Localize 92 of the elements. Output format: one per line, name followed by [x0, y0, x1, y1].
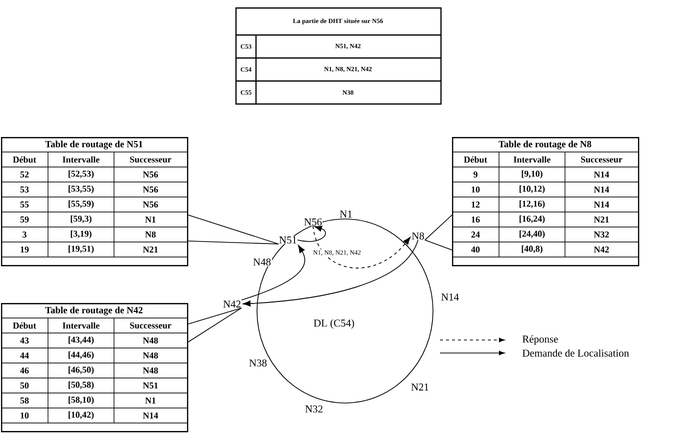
ring-label: N1 — [340, 210, 352, 218]
table-cell: 50 — [20, 382, 29, 389]
table-cell: [16,24) — [520, 215, 545, 224]
ring-label: N14 — [441, 294, 459, 300]
table-cell: [19,51) — [68, 245, 94, 254]
table-cell: N1 — [145, 398, 156, 404]
arrow — [312, 226, 410, 268]
table-cell: N14 — [142, 412, 158, 418]
table-cell: [58,10) — [68, 396, 94, 405]
table-cell: 43 — [20, 337, 29, 344]
leader-line — [424, 214, 452, 240]
arrow — [241, 245, 306, 300]
table-cell: [9,10) — [522, 170, 542, 179]
node-label: N42 — [222, 300, 242, 308]
table-cell: [44,46) — [68, 351, 94, 360]
table-cell: N42 — [594, 246, 609, 252]
table-cell: N32 — [594, 231, 609, 238]
ring-label: N38 — [249, 359, 267, 367]
node-label: N56 — [304, 218, 322, 226]
leader-line — [424, 240, 452, 250]
ring-label: N21 — [411, 384, 428, 390]
table-cell: [40,8) — [522, 245, 542, 254]
table-title: Table de routage de N42 — [45, 306, 142, 316]
table-cell: 16 — [472, 216, 480, 222]
table-cell: 24 — [471, 232, 480, 238]
column-header: Successeur — [130, 322, 172, 329]
table-cell: [52,53) — [68, 170, 94, 179]
column-header: Intervalle — [62, 322, 100, 329]
table-cell: 10 — [20, 412, 29, 419]
table-cell: [24,40) — [520, 230, 545, 239]
table-title: Table de routage de N51 — [45, 140, 142, 150]
leader-line — [188, 240, 279, 244]
table-cell: 52 — [20, 171, 29, 178]
table-cell: 10 — [472, 186, 480, 193]
column-header: Intervalle — [62, 156, 100, 163]
table-cell: 3 — [22, 231, 26, 238]
node-label: N8 — [411, 232, 425, 240]
table-cell: [43,44) — [68, 336, 94, 345]
table-cell: N51 — [142, 382, 158, 388]
arrow — [242, 240, 418, 307]
table-cell: N14 — [594, 186, 610, 192]
table-cell: N56 — [142, 171, 158, 178]
arrow — [297, 226, 326, 242]
table-cell: N14 — [594, 202, 610, 208]
routing-table — [452, 137, 640, 266]
table-cell: N56 — [142, 201, 158, 208]
column-header: Intervalle — [514, 156, 550, 163]
table-cell: 44 — [20, 352, 29, 358]
table-cell: N21 — [142, 246, 158, 252]
table-cell: [50,58) — [68, 381, 94, 390]
table-cell: 46 — [20, 367, 29, 374]
column-header: Successeur — [130, 156, 172, 163]
table-cell: 9 — [474, 171, 478, 178]
table-cell: N56 — [142, 186, 158, 192]
table-cell: [12,16) — [520, 200, 545, 209]
ring-caption: DL (C54) — [314, 319, 354, 329]
table-cell: [59,3) — [70, 215, 92, 224]
table-cell: [10,12) — [520, 185, 545, 194]
table-cell: 55 — [20, 202, 29, 208]
ring-label: N48 — [253, 258, 271, 266]
table-cell: N48 — [142, 337, 158, 344]
table-cell: [46,50) — [68, 366, 94, 375]
table-cell: N21 — [594, 216, 609, 222]
table-cell: N48 — [142, 367, 158, 374]
legend-text: Réponse — [522, 335, 558, 345]
legend-text: Demande de Localisation — [522, 349, 629, 357]
table-cell: [55,59) — [68, 200, 94, 209]
table-cell: N8 — [145, 231, 156, 238]
column-header: Début — [464, 156, 488, 163]
table-cell: [3,19) — [70, 230, 92, 239]
column-header: Début — [12, 322, 36, 329]
table-cell: [10,42) — [68, 411, 94, 420]
table-cell: 59 — [20, 216, 29, 222]
ring-label: N32 — [305, 405, 322, 412]
table-cell: N48 — [142, 352, 158, 359]
leader-line — [188, 308, 242, 324]
table-cell: N1 — [145, 216, 156, 222]
leader-line — [188, 214, 279, 244]
routing-table — [0, 137, 188, 266]
table-cell: 19 — [20, 246, 29, 252]
table-cell: 58 — [20, 397, 29, 404]
column-header: Successeur — [581, 156, 622, 163]
leader-line — [188, 308, 242, 342]
table-cell: 40 — [471, 246, 480, 253]
table-cell: N14 — [594, 172, 610, 178]
table-cell: [53,55) — [68, 185, 94, 194]
table-cell: 12 — [472, 202, 480, 208]
node-label: N51 — [278, 236, 298, 244]
table-cell: 53 — [20, 186, 29, 192]
column-header: Début — [12, 156, 36, 163]
table-title: Table de routage de N8 — [498, 140, 592, 150]
routing-table — [0, 302, 188, 432]
